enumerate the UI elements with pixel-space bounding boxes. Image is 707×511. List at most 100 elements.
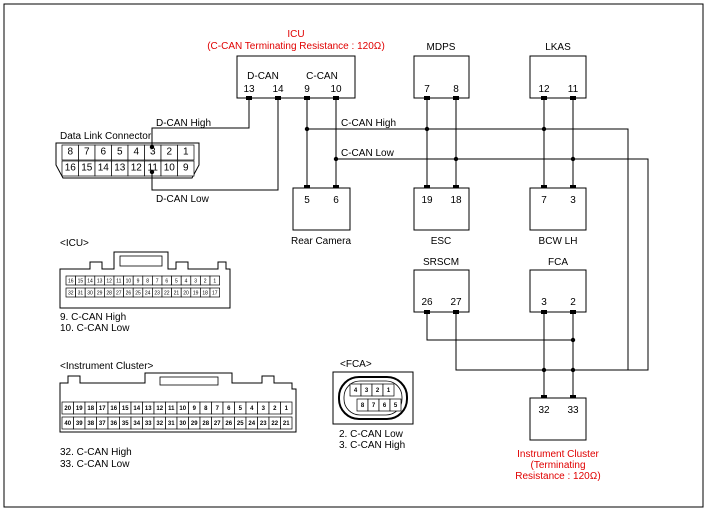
icu-pin-9: 9: [304, 84, 310, 95]
icu-title: ICU: [287, 29, 304, 40]
icu-conn-top-pin-13: 13: [97, 278, 103, 284]
dlc-top-pin-3: 3: [150, 147, 156, 158]
icu-subtitle: (C-CAN Terminating Resistance : 120Ω): [207, 41, 385, 52]
cluster-conn-top-pin-5: 5: [239, 406, 243, 412]
cluster-conn-bottom-pin-31: 31: [168, 421, 175, 427]
rear-camera-pin-5: 5: [304, 195, 310, 206]
icu-conn-top-pin-10: 10: [126, 278, 132, 284]
cluster-title-line2: (Terminating: [530, 460, 585, 471]
icu-conn-bottom-pin-21: 21: [174, 290, 180, 296]
bcw-pin-3: 3: [570, 195, 576, 206]
icu-conn-top-pin-8: 8: [146, 278, 149, 284]
rear-camera-box[interactable]: [292, 187, 351, 231]
dcan-high-label: D-CAN High: [156, 118, 211, 129]
icu-conn-bottom-pin-17: 17: [212, 290, 218, 296]
icu-box[interactable]: [236, 55, 356, 99]
fca-conn-top-pin-2: 2: [376, 388, 380, 394]
cluster-conn-top-pin-19: 19: [76, 406, 83, 412]
srscm-title: SRSCM: [423, 257, 459, 268]
mdps-pin-7: 7: [424, 84, 430, 95]
icu-conn-top-pin-14: 14: [87, 278, 93, 284]
cluster-conn-bottom-pin-34: 34: [133, 421, 140, 427]
cluster-conn-top-cell: [280, 401, 293, 415]
rear-camera-title: Rear Camera: [291, 236, 351, 247]
cluster-conn-top-pin-16: 16: [110, 406, 117, 412]
icu-conn-top-pin-15: 15: [78, 278, 84, 284]
dlc-top-pin-7: 7: [84, 147, 90, 158]
icu-conn-top-pin-16: 16: [68, 278, 74, 284]
icu-conn-bottom-pin-27: 27: [116, 290, 122, 296]
cluster-conn-top-pin-12: 12: [156, 406, 163, 412]
icu-conn-top-pin-9: 9: [137, 278, 140, 284]
dlc-bottom-pin-13: 13: [114, 163, 126, 174]
fca-conn-top-pin-3: 3: [365, 388, 369, 394]
cluster-conn-bottom-pin-27: 27: [214, 421, 221, 427]
fca-connector[interactable]: [332, 371, 414, 425]
cluster-conn-bottom-pin-38: 38: [87, 421, 94, 427]
fca-title: FCA: [548, 257, 568, 268]
icu-conn-bottom-pin-18: 18: [202, 290, 208, 296]
ccan-high-bus: [306, 100, 629, 371]
cluster-conn-top-pin-14: 14: [133, 406, 140, 412]
cluster-conn-top-pin-10: 10: [179, 406, 186, 412]
cluster-conn-bottom-pin-22: 22: [271, 421, 278, 427]
instrument-cluster-box[interactable]: [529, 397, 587, 441]
icu-conn-top-cell: [209, 275, 220, 286]
cluster-conn-top-pin-13: 13: [145, 406, 152, 412]
dlc-bottom-pin-14: 14: [98, 163, 110, 174]
ccan-low-label: C-CAN Low: [341, 148, 395, 159]
srscm-box[interactable]: [413, 269, 470, 313]
dlc-top-pin-8: 8: [67, 147, 73, 158]
icu-ccan-label: C-CAN: [306, 71, 338, 82]
icu-conn-bottom-pin-25: 25: [135, 290, 141, 296]
ccan-high-label: C-CAN High: [341, 118, 396, 129]
cluster-conn-top-pin-20: 20: [64, 406, 71, 412]
esc-box[interactable]: [413, 187, 470, 231]
dlc-top-pin-5: 5: [117, 147, 123, 158]
cluster-conn-bottom-pin-23: 23: [260, 421, 267, 427]
dlc-bottom-pin-16: 16: [65, 163, 77, 174]
ccan-low-bus: [335, 100, 649, 371]
icu-legend-1: 9. C-CAN High: [60, 312, 126, 323]
icu-pin-14: 14: [272, 84, 284, 95]
fca-conn-top-cell: [382, 383, 395, 397]
lkas-box[interactable]: [529, 55, 587, 99]
cluster-conn-top-pin-2: 2: [273, 406, 277, 412]
mdps-box[interactable]: [413, 55, 470, 99]
cluster-conn-top-pin-15: 15: [122, 406, 129, 412]
icu-conn-top-pin-4: 4: [185, 278, 188, 284]
cluster-conn-bottom-pin-29: 29: [191, 421, 198, 427]
cluster-conn-top-pin-8: 8: [204, 406, 208, 412]
cluster-conn-top-pin-18: 18: [87, 406, 94, 412]
cluster-conn-top-pin-4: 4: [250, 406, 254, 412]
dcan-low-wire: [151, 100, 279, 191]
icu-pin-10: 10: [330, 84, 342, 95]
cluster-conn-top-pin-9: 9: [193, 406, 197, 412]
esc-pin-18: 18: [450, 195, 462, 206]
cluster-conn-top-pin-11: 11: [168, 406, 175, 412]
dlc-top-pin-2: 2: [166, 147, 172, 158]
dlc-bottom-pin-11: 11: [148, 163, 159, 174]
fca-legend-2: 3. C-CAN High: [339, 440, 405, 451]
fca-conn-bottom-pin-7: 7: [372, 403, 376, 409]
icu-conn-top-pin-3: 3: [194, 278, 197, 284]
icu-conn-bottom-pin-24: 24: [145, 290, 151, 296]
icu-conn-bottom-pin-29: 29: [97, 290, 103, 296]
fca-conn-top-pin-1: 1: [387, 388, 391, 394]
icu-legend-2: 10. C-CAN Low: [60, 323, 130, 334]
cluster-legend-2: 33. C-CAN Low: [60, 459, 130, 470]
icu-conn-bottom-pin-26: 26: [126, 290, 132, 296]
fca-box[interactable]: [529, 269, 587, 313]
lkas-pin-11: 11: [568, 84, 579, 95]
cluster-conn-bottom-pin-28: 28: [202, 421, 209, 427]
bcw-lh-box[interactable]: [529, 187, 587, 231]
icu-conn-top-pin-12: 12: [106, 278, 112, 284]
dlc-bottom-cell: [177, 160, 195, 177]
fca-pin-3: 3: [541, 297, 547, 308]
cluster-conn-bottom-pin-25: 25: [237, 421, 244, 427]
mdps-title: MDPS: [427, 42, 456, 53]
dlc-bottom-pin-9: 9: [183, 163, 189, 174]
